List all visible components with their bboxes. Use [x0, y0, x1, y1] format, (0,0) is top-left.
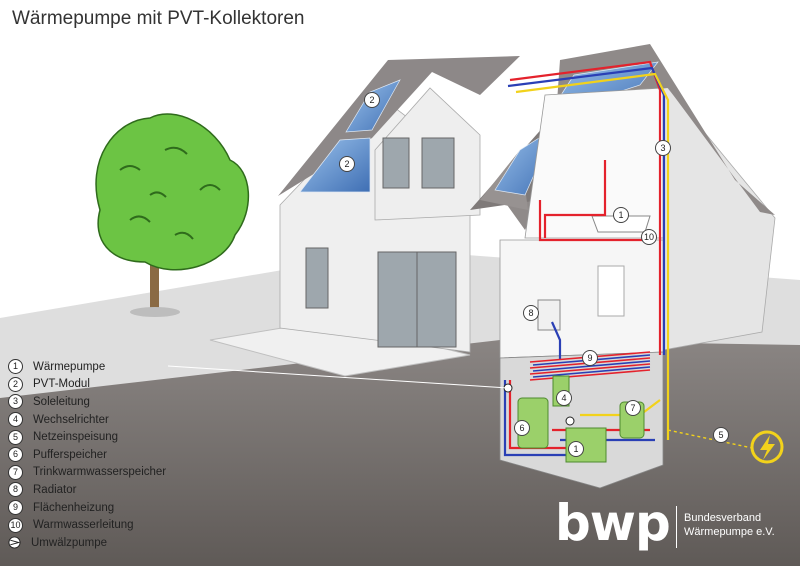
grid-feed-line	[667, 429, 753, 449]
callout-waermepumpe: 1	[568, 441, 584, 457]
logo-organisation: Bundesverband Wärmepumpe e.V.	[684, 512, 775, 538]
callout-soleleitung: 3	[655, 140, 671, 156]
bwp-logo: bwp	[555, 494, 671, 552]
legend-item: Umwälzpumpe	[8, 534, 168, 552]
circulation-pump-icon	[8, 536, 21, 549]
ground-floor-cutaway	[499, 239, 664, 359]
lightning-icon	[750, 430, 784, 464]
roof-left	[278, 56, 520, 196]
radiator	[537, 299, 561, 331]
diagram-title: Wärmepumpe mit PVT-Kollektoren	[12, 8, 305, 29]
callout-trinkwarmwasserspeicher: 7	[625, 400, 641, 416]
callout-flaechenheizung: 9	[582, 350, 598, 366]
tree	[95, 113, 249, 317]
callout-pufferspeicher: 6	[514, 420, 530, 436]
callout-pvt-modul-1: 2	[364, 92, 380, 108]
logo-divider	[676, 506, 677, 548]
callout-radiator: 8	[523, 305, 539, 321]
callout-warmwasserleitung: 10	[641, 229, 657, 245]
callout-bath: 1	[613, 207, 629, 223]
callout-netzeinspeisung: 5	[713, 427, 729, 443]
callout-pvt-modul-2: 2	[339, 156, 355, 172]
callout-wechselrichter: 4	[556, 390, 572, 406]
